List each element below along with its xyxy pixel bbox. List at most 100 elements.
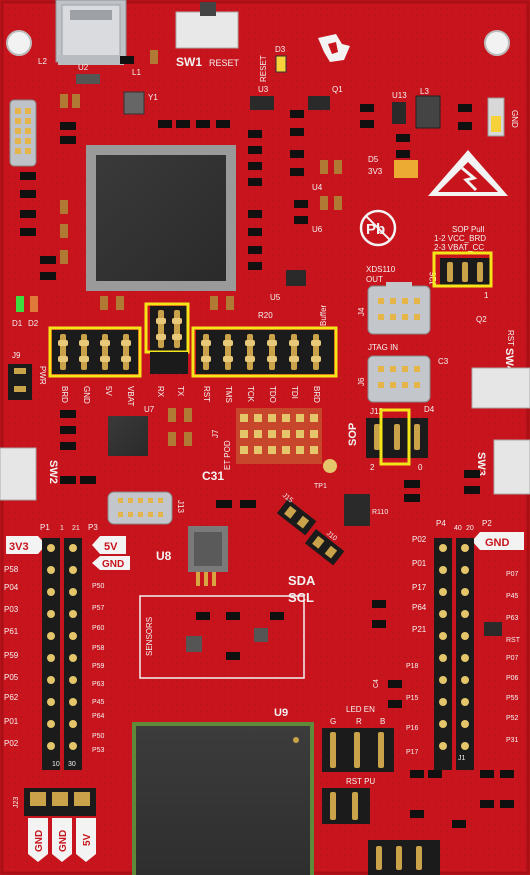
pin-label-rst: RST (202, 386, 211, 402)
svg-text:P04: P04 (4, 583, 19, 592)
isolation-header-uart-rx[interactable] (150, 306, 188, 352)
label-reset: RESET (209, 58, 240, 68)
pin-label-tms: TMS (224, 386, 233, 403)
chip-q1 (308, 96, 330, 110)
wireless-module-u9 (132, 722, 314, 875)
label-u7: U7 (144, 405, 155, 414)
sensor-chip-2 (254, 628, 268, 642)
pin-label-tdo: TDO (268, 386, 277, 403)
label-j4: J4 (357, 307, 366, 316)
svg-text:P53: P53 (92, 747, 105, 754)
label-sda: SDA (288, 573, 316, 588)
pin-label-vbat: VBAT (126, 386, 135, 406)
power-tag-5v: 5V (92, 536, 126, 554)
power-tag-bottom-gnd-2: GND (52, 818, 72, 862)
svg-text:GND: GND (485, 537, 510, 549)
label-u3: U3 (258, 85, 269, 94)
booster-pin-labels-right: P02 P01 P17 P64 P21 P18 P15 P16 P17 (406, 535, 427, 756)
label-r110: R110 (372, 509, 388, 516)
svg-text:P52: P52 (506, 715, 519, 722)
jumper-j10[interactable] (304, 529, 345, 566)
svg-text:P05: P05 (4, 673, 19, 682)
connector-j13 (107, 491, 173, 525)
bottom-power-header[interactable] (24, 788, 96, 816)
highlight-box-j12 (379, 408, 411, 466)
label-b: B (380, 717, 385, 726)
svg-text:P58: P58 (4, 565, 19, 574)
chip-u7 (108, 416, 148, 456)
main-mcu-chip (86, 145, 236, 291)
label-d2: D2 (28, 319, 39, 328)
svg-text:P50: P50 (92, 733, 105, 740)
chip-u13 (392, 102, 406, 124)
label-rst-pu: RST PU (346, 777, 375, 786)
sensors-area (139, 595, 305, 679)
label-pin-10: 10 (52, 761, 60, 768)
jumper-j15[interactable] (276, 499, 317, 536)
label-sop-line3: 2-3 VBAT_CC (434, 243, 484, 252)
isolation-header-power[interactable] (52, 330, 138, 374)
uart-header-lower (150, 352, 188, 374)
label-led-en: LED EN (346, 705, 375, 714)
pin-label-tdi: TDI (290, 386, 299, 399)
usb-connector (55, 0, 127, 65)
jtag-out-connector (367, 282, 431, 335)
label-p2: P2 (482, 519, 492, 528)
label-u8: U8 (156, 549, 172, 563)
svg-text:3V3: 3V3 (9, 541, 29, 553)
label-p1-1: 1 (60, 525, 64, 532)
header-j9[interactable] (8, 364, 32, 400)
label-j1: J1 (458, 755, 466, 762)
power-tag-bottom-gnd-1: GND (28, 818, 48, 862)
label-rst: RST (506, 330, 515, 346)
label-buffer: Buffer (319, 304, 328, 326)
pin-label-tx: TX (176, 386, 185, 397)
label-3v3-led: 3V3 (368, 167, 383, 176)
svg-text:P31: P31 (506, 737, 519, 744)
label-scl: SCL (288, 590, 314, 605)
label-pin-30: 30 (68, 761, 76, 768)
highlight-box-j26 (432, 251, 493, 288)
pin-label-brd: BRD (60, 386, 69, 403)
svg-text:RST: RST (506, 637, 521, 644)
jumper-header-j26[interactable] (440, 258, 490, 286)
label-u4: U4 (312, 183, 323, 192)
svg-text:P02: P02 (412, 535, 427, 544)
user-button-sw3[interactable] (493, 439, 530, 495)
svg-text:P61: P61 (4, 627, 19, 636)
label-j12: J12 (370, 407, 383, 416)
reset-button-sw4[interactable] (471, 367, 530, 409)
power-tag-3v3: 3V3 (6, 536, 46, 554)
label-p4: P4 (436, 519, 446, 528)
user-button-sw2[interactable] (0, 447, 37, 501)
label-q1: Q1 (332, 85, 343, 94)
svg-text:5V: 5V (82, 833, 93, 846)
svg-text:P59: P59 (4, 651, 19, 660)
svg-text:P45: P45 (506, 593, 519, 600)
label-pin1: 1 (484, 291, 489, 300)
svg-text:P62: P62 (4, 693, 19, 702)
led-d2 (30, 296, 38, 312)
rst-pu-jumper[interactable] (322, 788, 370, 824)
power-tag-gnd-left: GND (92, 556, 130, 570)
jumper-header-j12[interactable] (366, 418, 428, 458)
label-l1: L1 (132, 68, 141, 77)
bottom-right-header[interactable] (368, 840, 440, 875)
svg-text:GND: GND (102, 559, 124, 570)
svg-text:P07: P07 (506, 655, 519, 662)
svg-text:GND: GND (34, 830, 45, 852)
label-sop-pull: SOP Pull (452, 225, 485, 234)
label-sop: SOP (347, 423, 359, 446)
highlight-box-jtag-header (191, 326, 338, 378)
mounting-hole-tr (484, 30, 510, 56)
svg-text:P55: P55 (506, 695, 519, 702)
chip-u8 (188, 526, 228, 586)
reset-switch-sw1[interactable] (175, 2, 239, 49)
svg-text:P63: P63 (92, 681, 105, 688)
label-p3: P3 (88, 523, 98, 532)
label-c3: C3 (438, 357, 449, 366)
led-enable-jumpers[interactable] (322, 728, 394, 772)
svg-text:P18: P18 (406, 663, 419, 670)
label-u6: U6 (312, 225, 323, 234)
isolation-header-jtag[interactable] (196, 330, 334, 374)
